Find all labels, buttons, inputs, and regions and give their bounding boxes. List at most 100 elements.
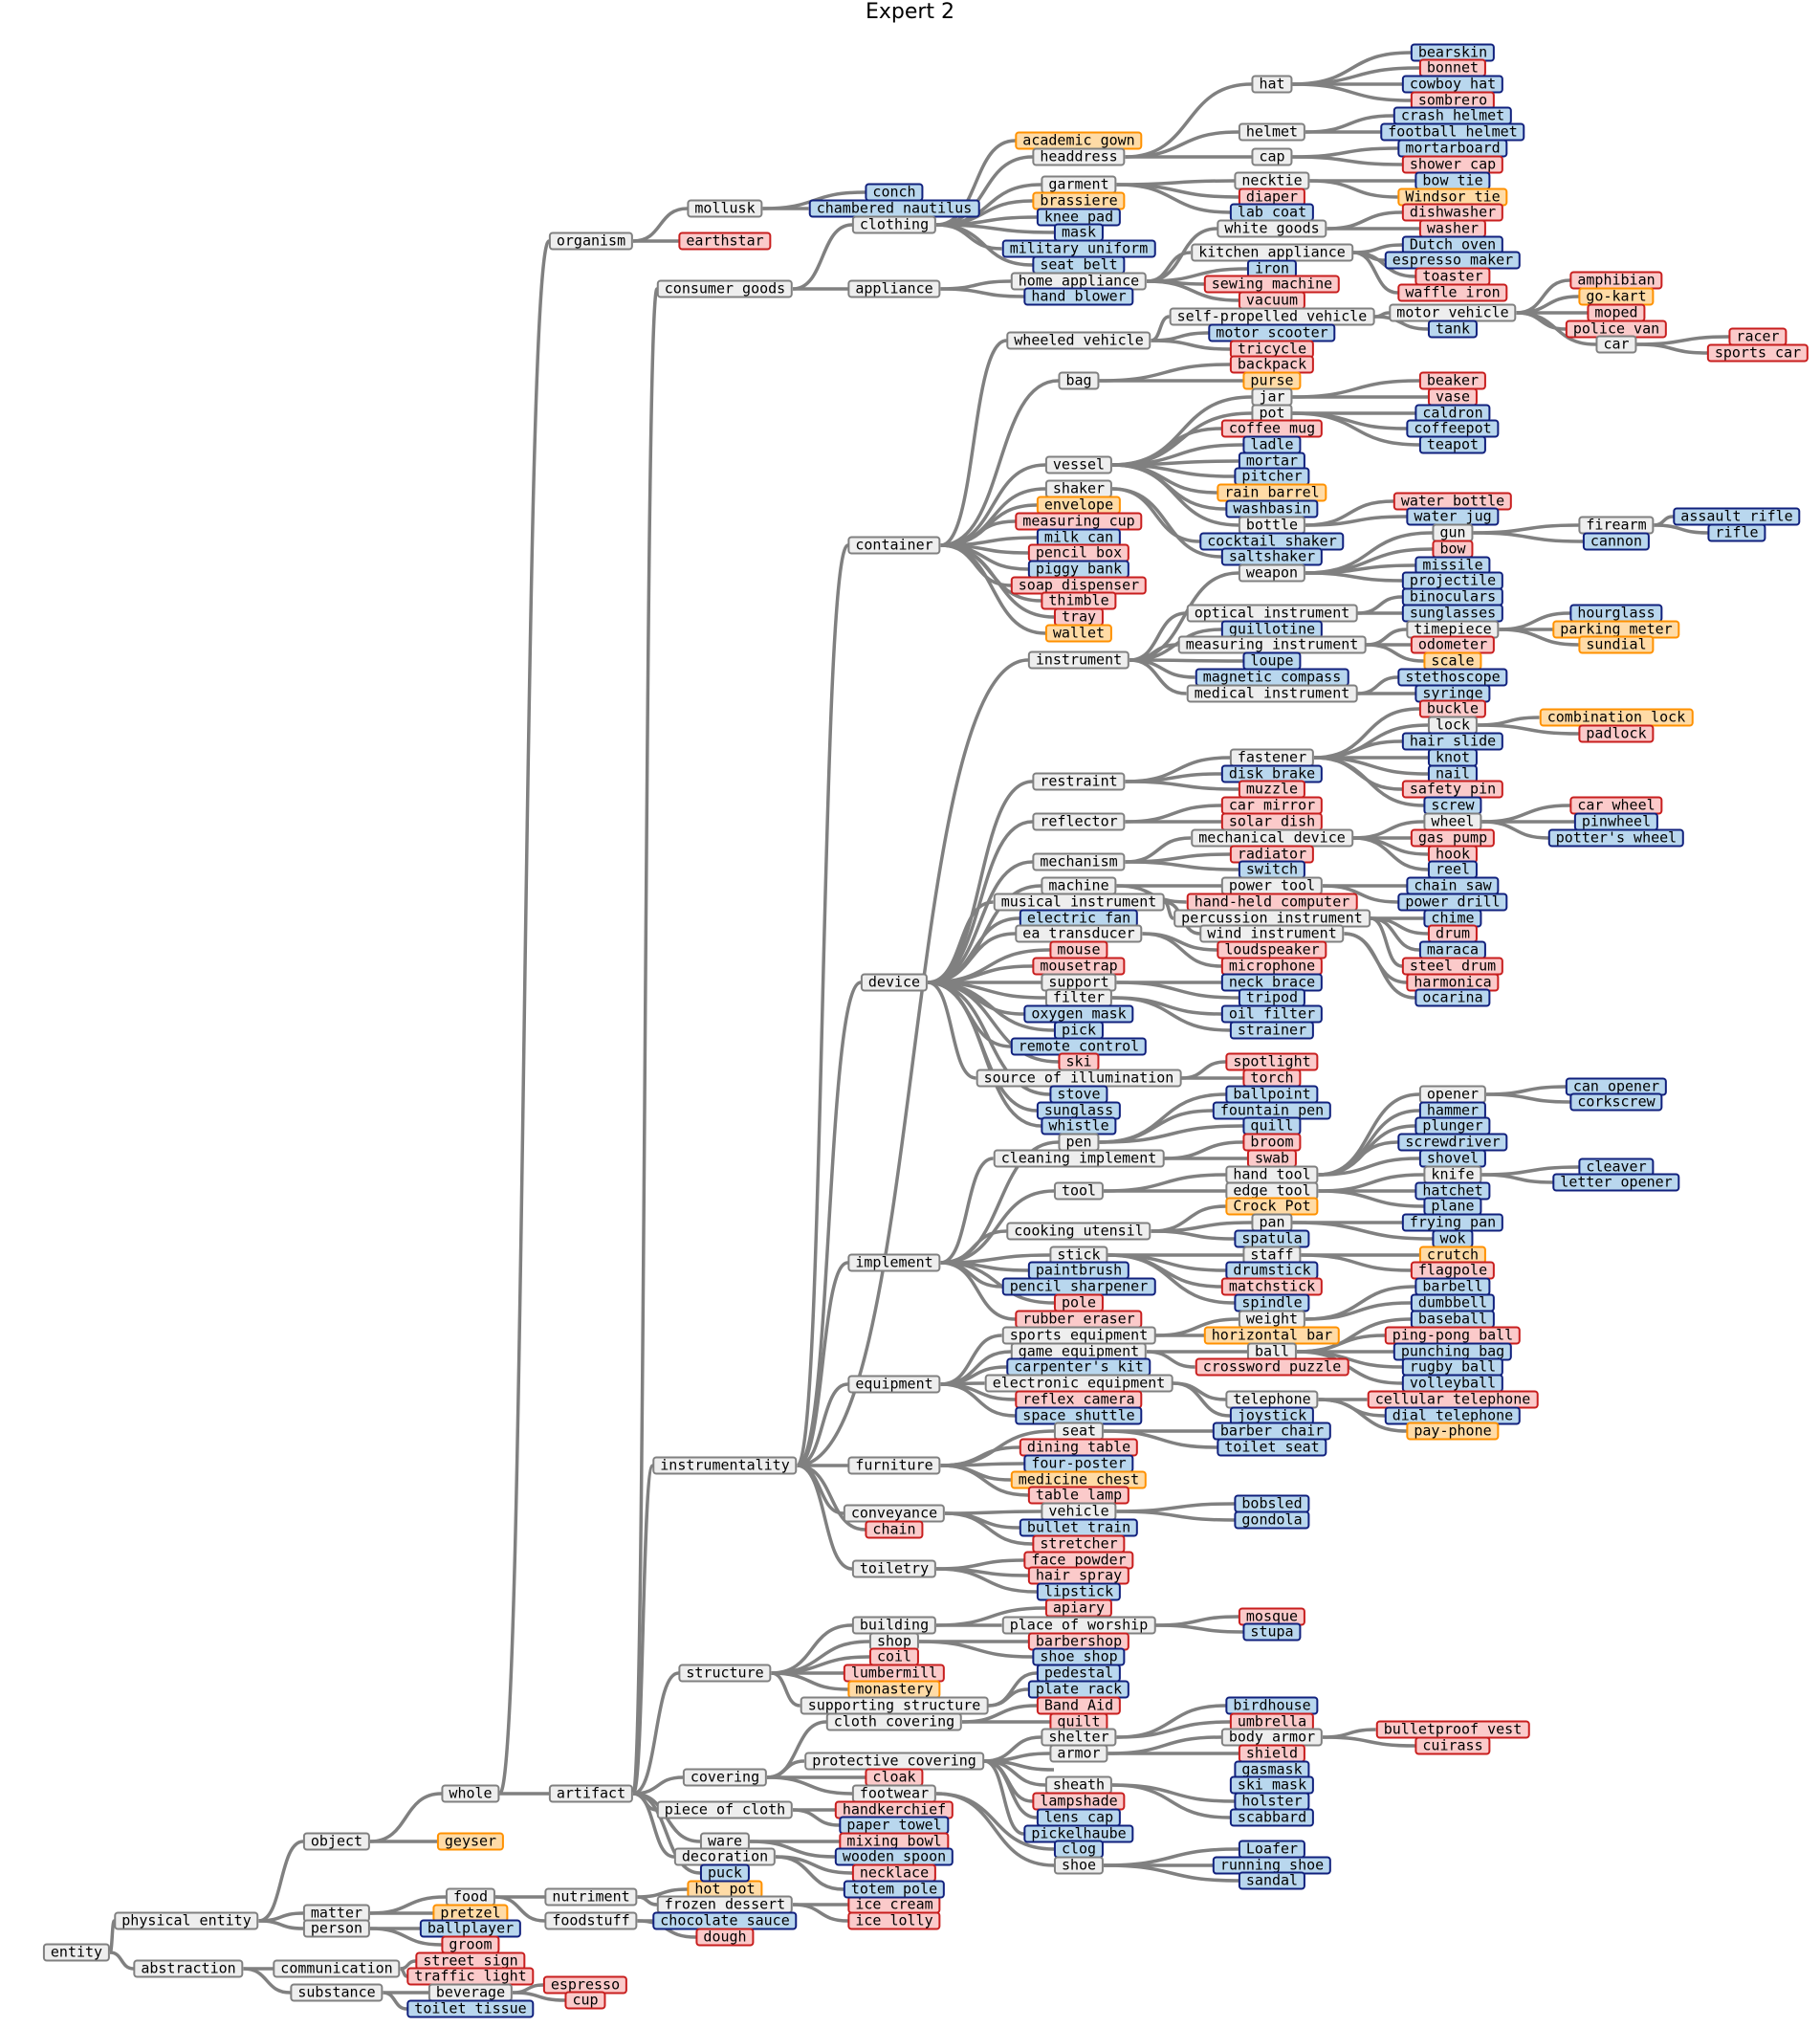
node-foodstuff: foodstuff — [544, 1911, 638, 1930]
node-lumbermill: lumbermill — [843, 1664, 946, 1683]
node-stethoscope: stethoscope — [1397, 668, 1508, 687]
edge-piece-of-cloth-to-paper-towel — [792, 1808, 840, 1827]
node-gondola: gondola — [1234, 1510, 1310, 1530]
edge-optical-instrument-to-binoculars — [1357, 595, 1403, 615]
node-odometer: odometer — [1410, 635, 1496, 654]
node-cup: cup — [564, 1991, 606, 2010]
node-wallet: wallet — [1044, 624, 1113, 643]
edge-garment-to-lab-coat — [1116, 183, 1231, 214]
node-knee-pad: knee pad — [1036, 208, 1122, 227]
node-washbasin: washbasin — [1225, 499, 1319, 518]
node-medicine-chest: medicine chest — [1010, 1470, 1148, 1489]
node-vessel: vessel — [1044, 455, 1113, 474]
node-headdress: headdress — [1032, 147, 1126, 166]
node-spindle: spindle — [1234, 1293, 1310, 1312]
edge-device-to-ski — [927, 981, 1059, 1064]
node-toilet-tissue: toilet tissue — [406, 1999, 535, 2018]
edge-tool-to-hand-tool — [1103, 1173, 1226, 1193]
node-wind-instrument: wind instrument — [1199, 924, 1345, 943]
edge-implement-to-cleaning-implement — [940, 1157, 994, 1265]
edge-physical-entity-to-object — [258, 1840, 304, 1923]
node-loudspeaker: loudspeaker — [1217, 940, 1327, 959]
node-moped: moped — [1587, 303, 1646, 322]
node-traffic-light: traffic light — [406, 1967, 535, 1986]
node-decoration: decoration — [673, 1847, 777, 1866]
node-ice-lolly: ice lolly — [847, 1911, 941, 1930]
node-ea-transducer: ea transducer — [1015, 924, 1143, 943]
node-corkscrew: corkscrew — [1569, 1092, 1663, 1112]
node-frying-pan: frying pan — [1401, 1213, 1504, 1232]
node-telephone: telephone — [1225, 1390, 1319, 1409]
edge-instrumentality-to-device — [796, 981, 862, 1467]
node-jar: jar — [1251, 387, 1293, 407]
node-pick: pick — [1053, 1021, 1105, 1040]
node-wooden-spoon: wooden spoon — [834, 1847, 954, 1866]
node-birdhouse: birdhouse — [1225, 1696, 1319, 1715]
node-electric-fan: electric fan — [1019, 909, 1139, 928]
edge-instrumentality-to-toiletry — [797, 1464, 853, 1571]
node-bow: bow — [1432, 540, 1474, 559]
edge-measuring-instrument-to-timepiece — [1366, 628, 1407, 647]
node-pretzel: pretzel — [432, 1904, 509, 1923]
edge-vehicle-to-gondola — [1116, 1510, 1235, 1522]
edge-person-to-groom — [369, 1927, 442, 1947]
node-piece-of-cloth: piece of cloth — [656, 1800, 794, 1819]
edge-firearm-to-rifle — [1654, 523, 1708, 535]
edge-device-to-source-of-illumination — [927, 981, 976, 1080]
edge-wheeled-vehicle-to-self-propelled-vehicle — [1150, 315, 1171, 342]
node-assault-rifle: assault rifle — [1673, 507, 1801, 526]
node-scabbard: scabbard — [1229, 1808, 1315, 1827]
edge-seat-to-toilet-seat — [1103, 1429, 1217, 1449]
node-medical-instrument: medical instrument — [1186, 684, 1358, 703]
node-hatchet: hatchet — [1414, 1181, 1491, 1201]
node-bottle: bottle — [1238, 516, 1306, 535]
edge-sheath-to-scabbard — [1111, 1783, 1231, 1819]
edge-wheel-to-car-wheel — [1481, 804, 1570, 824]
node-face-powder: face powder — [1023, 1551, 1134, 1570]
edge-physical-entity-to-person — [258, 1919, 304, 1930]
edge-beverage-to-cup — [512, 1991, 565, 2002]
edge-instrumentality-to-equipment — [797, 1382, 848, 1467]
node-gas-pump: gas pump — [1410, 828, 1496, 848]
node-stupa: stupa — [1242, 1622, 1302, 1642]
node-matchstick: matchstick — [1220, 1277, 1324, 1296]
edge-place-of-worship-to-stupa — [1155, 1623, 1243, 1634]
edge-filter-to-strainer — [1111, 996, 1231, 1032]
edge-kitchen-appliance-to-waffle-iron — [1352, 251, 1398, 295]
node-instrument: instrument — [1027, 650, 1130, 670]
edge-shaker-to-saltshaker — [1111, 487, 1222, 559]
node-bonnet: bonnet — [1418, 58, 1487, 77]
edge-toiletry-to-lipstick — [935, 1567, 1038, 1594]
edge-cleaning-implement-to-broom — [1164, 1140, 1243, 1160]
node-seat: seat — [1053, 1422, 1105, 1441]
node-padlock: padlock — [1578, 724, 1655, 743]
node-shoe-shop: shoe shop — [1032, 1647, 1126, 1666]
edge-home-appliance-to-vacuum — [1146, 279, 1239, 302]
node-oxygen-mask: oxygen mask — [1023, 1004, 1134, 1024]
edge-motor-vehicle-to-car — [1516, 311, 1596, 346]
node-communication: communication — [273, 1959, 401, 1978]
edge-container-to-wheeled-vehicle — [940, 339, 1007, 547]
node-sundial: sundial — [1578, 635, 1655, 654]
node-toiletry: toiletry — [851, 1559, 937, 1578]
edge-pen-to-quill — [1099, 1124, 1243, 1144]
node-teapot: teapot — [1418, 435, 1487, 454]
edge-nutriment-to-frozen-dessert — [637, 1895, 658, 1907]
edge-body-armor-to-cuirass — [1322, 1735, 1415, 1748]
node-strainer: strainer — [1229, 1021, 1315, 1040]
node-toilet-seat: toilet seat — [1217, 1438, 1327, 1457]
node-restraint: restraint — [1032, 772, 1126, 791]
node-car: car — [1595, 335, 1637, 354]
edge-car-to-sports-car — [1636, 342, 1708, 355]
edge-support-to-tripod — [1116, 981, 1239, 1000]
node-shoe: shoe — [1053, 1856, 1105, 1875]
edge-equipment-to-space-shuttle — [940, 1382, 1016, 1418]
edge-appliance-to-hand-blower — [940, 287, 1024, 298]
node-tank: tank — [1427, 320, 1479, 339]
node-consumer-goods: consumer goods — [656, 279, 794, 298]
edge-instrumentality-to-implement — [796, 1261, 849, 1467]
node-tricycle: tricycle — [1229, 340, 1315, 359]
node-water-jug: water jug — [1406, 507, 1500, 526]
edge-consumer-goods-to-clothing — [792, 223, 853, 291]
edge-hat-to-sombrero — [1292, 82, 1412, 102]
